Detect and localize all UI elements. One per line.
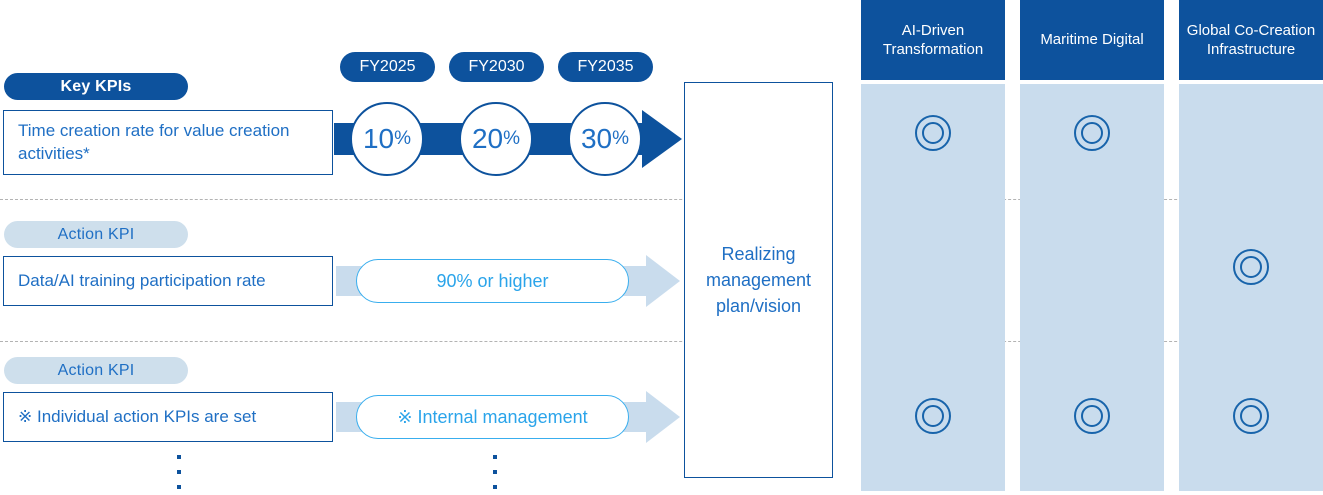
relation-marker-icon bbox=[915, 115, 951, 151]
vision-box: Realizing management plan/vision bbox=[684, 82, 833, 478]
milestone-unit: % bbox=[394, 128, 412, 149]
kpi-description-box-2: Data/AI training participation rate bbox=[3, 256, 333, 306]
strategy-column-header-3: Global Co-Creation Infrastructure bbox=[1179, 0, 1323, 80]
kpi-description-box-3: ※ Individual action KPIs are set bbox=[3, 392, 333, 442]
strategy-column-title: Maritime Digital bbox=[1040, 31, 1144, 49]
milestone-unit: % bbox=[612, 128, 630, 149]
fy-chip-label: FY2035 bbox=[577, 58, 634, 75]
row-badge-key-kpis: Key KPIs bbox=[4, 73, 188, 100]
strategy-column-header-1: AI-Driven Transformation bbox=[861, 0, 1005, 80]
vision-label: Realizing management plan/vision bbox=[705, 243, 812, 317]
row-separator-2-left bbox=[0, 341, 812, 342]
relation-marker-icon bbox=[1233, 398, 1269, 434]
relation-marker-icon bbox=[1074, 398, 1110, 434]
fy-chip-2: FY2030 bbox=[449, 52, 544, 82]
row-badge-action-kpi-1: Action KPI bbox=[4, 221, 188, 248]
kpi-description-text: Time creation rate for value creation ac… bbox=[18, 120, 290, 163]
target-pill-label: ※ Internal management bbox=[397, 406, 588, 427]
strategy-column-title: AI-Driven Transformation bbox=[882, 21, 984, 58]
relation-marker-icon bbox=[1074, 115, 1110, 151]
milestone-unit: % bbox=[503, 128, 521, 149]
timeline-arrow-head bbox=[642, 110, 682, 168]
strategy-column-header-2: Maritime Digital bbox=[1020, 0, 1164, 80]
row-badge-label: Action KPI bbox=[57, 225, 135, 243]
row-badge-label: Action KPI bbox=[57, 361, 135, 379]
ellipsis-dots-left bbox=[177, 455, 181, 495]
milestone-circle-1: 10 % bbox=[350, 102, 424, 176]
flow-arrow-head-2 bbox=[646, 255, 680, 307]
target-pill-2: 90% or higher bbox=[356, 259, 629, 303]
milestone-value: 30 bbox=[580, 123, 613, 154]
ellipsis-dots-center bbox=[493, 455, 497, 495]
flow-arrow-head-3 bbox=[646, 391, 680, 443]
row-badge-label: Key KPIs bbox=[60, 77, 132, 95]
target-pill-label: 90% or higher bbox=[436, 270, 549, 291]
kpi-description-text: ※ Individual action KPIs are set bbox=[18, 406, 257, 426]
kpi-description-box-1: Time creation rate for value creation ac… bbox=[3, 110, 333, 175]
relation-marker-icon bbox=[1233, 249, 1269, 285]
milestone-circle-3: 30 % bbox=[568, 102, 642, 176]
row-badge-action-kpi-2: Action KPI bbox=[4, 357, 188, 384]
milestone-value: 20 bbox=[471, 123, 504, 154]
fy-chip-label: FY2025 bbox=[359, 58, 416, 75]
fy-chip-3: FY2035 bbox=[558, 52, 653, 82]
kpi-description-text: Data/AI training participation rate bbox=[18, 270, 266, 290]
relation-marker-icon bbox=[915, 398, 951, 434]
fy-chip-label: FY2030 bbox=[468, 58, 525, 75]
fy-chip-1: FY2025 bbox=[340, 52, 435, 82]
target-pill-3: ※ Internal management bbox=[356, 395, 629, 439]
milestone-value: 10 bbox=[362, 123, 395, 154]
milestone-circle-2: 20 % bbox=[459, 102, 533, 176]
strategy-column-title: Global Co-Creation Infrastructure bbox=[1186, 21, 1316, 58]
row-separator-1-left bbox=[0, 199, 812, 200]
